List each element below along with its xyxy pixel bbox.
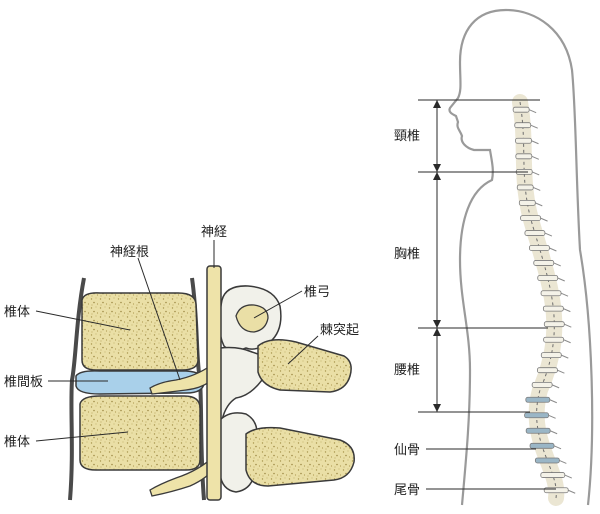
vertebra-segments [512,106,576,494]
nerve-root [149,364,215,395]
vertebral-column [512,94,576,506]
label-thoracic: 胸椎 [394,247,420,262]
spinal-nerve [206,265,222,501]
vertebra-segment [529,245,550,251]
upper-spinous-process [257,339,352,393]
body-silhouette-illustration: 頸椎 胸椎 腰椎 仙骨 尾骨 [394,8,594,506]
vertebra-process [564,323,572,328]
label-coccyx: 尾骨 [394,483,420,498]
vertebra-process [551,384,560,389]
label-vertebral-body-bottom: 椎体 [4,435,30,450]
left-leader-lines [35,240,319,442]
vertebra-segment [540,290,562,297]
vertebra-segment [525,427,551,434]
vertebra-segment [518,199,536,206]
upper-arch-cutout [235,304,269,333]
vertebra-segment [531,381,553,388]
arrow-cervical-bottom [433,164,441,172]
arrow-lumbar-top [433,328,441,336]
leader-vertebral-body-bottom [35,431,129,442]
vertebra-segment [515,153,533,160]
leader-vertebral-body-top [35,310,131,331]
vertebra-segment [524,230,546,236]
vertebra-process [533,186,541,191]
vertebra-process [535,202,543,207]
arrow-thoracic-bottom [433,320,441,328]
vertebra-process [532,171,540,176]
vertebra-process [553,262,561,267]
vertebra-segment [543,487,569,494]
label-disc: 椎間板 [4,375,43,390]
vertebra-process [560,292,569,297]
vertebra-process [540,217,548,222]
vertebra-process [559,460,567,464]
label-nerve: 神経 [201,225,227,240]
vertebra-process [549,247,557,252]
label-nerve-root: 神経根 [110,245,149,260]
vertebra-process [553,445,562,450]
vertebra-process [563,308,571,313]
vertebra-segment [533,260,555,266]
body-outline [448,8,594,506]
vertebra-process [557,277,565,282]
vertebra-process [531,155,540,160]
arrow-lumbar-bottom [433,404,441,412]
vertebra-segment [542,305,564,312]
vertebra-process [528,109,537,114]
region-brackets [418,99,556,490]
label-spinous-process: 棘突起 [320,322,359,338]
vertebra-process [530,124,538,129]
vertebra-segment [543,321,565,328]
label-vertebral-arch: 椎弓 [304,285,330,300]
lower-nerve-root [149,454,217,497]
anterior-ligament-line [68,277,86,501]
vertebra-segment [543,336,565,343]
label-sacrum: 仙骨 [394,443,420,458]
vertebra-segment [534,457,560,464]
upper-vertebral-body [81,292,199,371]
vertebra-segment [514,122,532,129]
bracket-arrowheads [433,100,441,412]
vertebra-process [531,140,539,145]
leader-spinous-process [287,335,319,365]
arrow-cervical-top [433,100,441,108]
leader-vertebral-arch [253,290,303,319]
vertebra-segment [525,396,551,403]
arrow-thoracic-top [433,172,441,180]
label-cervical: 頸椎 [394,129,420,144]
vertebra-segment [516,184,534,191]
vertebra-process [564,474,572,479]
vertebra-segment [520,215,541,222]
vertebra-segment [524,412,550,419]
vertebra-segment [536,367,558,374]
vertebra-segment [515,137,532,144]
label-vertebral-body-top: 椎体 [4,305,30,320]
vertebra-process [549,430,558,435]
vertebra-process [549,399,558,404]
spine-curve-back [512,94,565,506]
vertebra-segment [540,472,566,478]
vertebra-process [563,339,571,344]
vertebra-process [557,369,565,374]
vertebra-segment [537,275,559,281]
label-lumbar: 腰椎 [394,363,420,378]
vertebra-segment [540,352,562,359]
vertebra-process [548,414,556,419]
leader-nerve-root [137,257,181,381]
vertebra-segment [529,442,555,449]
vertebra-segment [512,106,530,113]
vertebra-process [568,489,576,494]
vertebra-process [544,232,553,237]
vertebra-process [561,354,569,359]
spinal-segment-illustration: 椎体 椎間板 椎体 神経根 神経 椎弓 棘突起 [4,225,359,501]
lower-spinous-process [245,426,355,487]
lower-vertebral-body [79,395,201,471]
